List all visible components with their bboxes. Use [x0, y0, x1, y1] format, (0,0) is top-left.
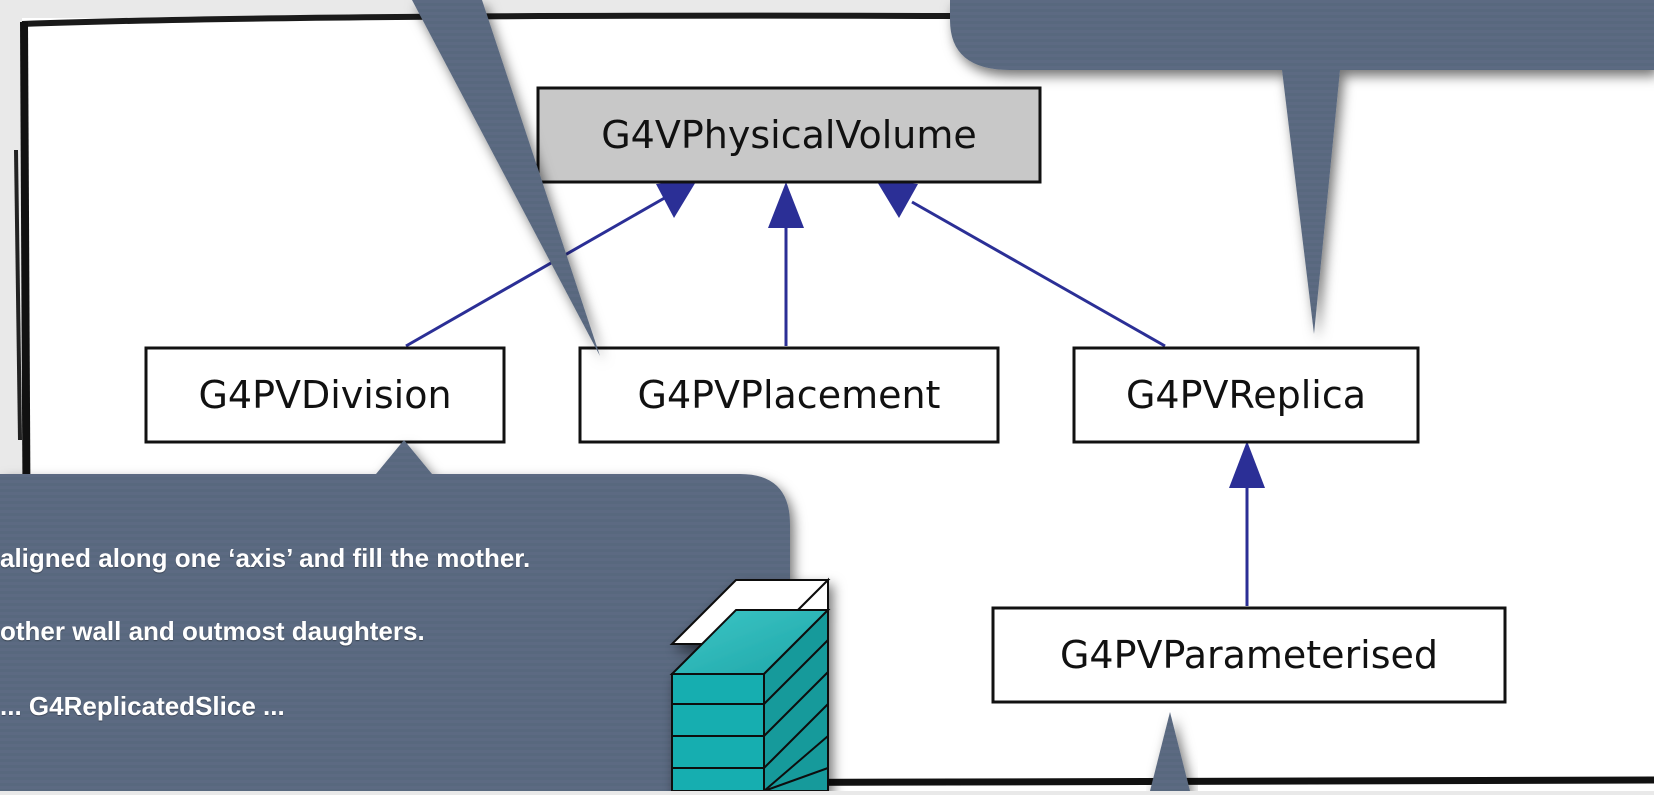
arrowhead-replica: [876, 180, 918, 218]
node-label: G4PVReplica: [1126, 373, 1366, 417]
inheritance-edges: [405, 194, 1249, 606]
node-g4pvreplica: G4PVReplica: [1072, 346, 1420, 444]
node-label: G4PVDivision: [198, 373, 451, 417]
callout-replica: [950, 0, 1654, 334]
callout-division-line-2: other wall and outmost daughters.: [0, 616, 425, 646]
edge-division-to-base: [405, 194, 669, 348]
arrowhead-placement: [768, 182, 804, 228]
node-g4pvparameterised: G4PVParameterised: [991, 606, 1507, 704]
node-label: G4PVPlacement: [638, 373, 941, 417]
callout-pointer-parameterised: [1150, 712, 1190, 791]
callout-division-line-3: ... G4ReplicatedSlice ...: [0, 691, 285, 721]
node-g4pvplacement: G4PVPlacement: [578, 346, 1000, 444]
node-label: G4PVParameterised: [1060, 633, 1438, 677]
node-label: G4VPhysicalVolume: [601, 113, 977, 157]
callout-pointer-placement: [412, 0, 600, 356]
arrowhead-parameterised: [1229, 441, 1265, 488]
arrowhead-division: [656, 180, 697, 218]
node-g4pvdivision: G4PVDivision: [144, 346, 506, 444]
node-g4vphysicalvolume: G4VPhysicalVolume: [536, 86, 1042, 184]
edge-replica-to-base: [911, 200, 1166, 348]
replicated-slices-stack-icon: [669, 577, 831, 792]
callout-division-line-1: aligned along one ‘axis’ and fill the mo…: [0, 543, 531, 573]
callout-division: [0, 440, 790, 791]
inheritance-arrowheads: [656, 180, 1265, 488]
